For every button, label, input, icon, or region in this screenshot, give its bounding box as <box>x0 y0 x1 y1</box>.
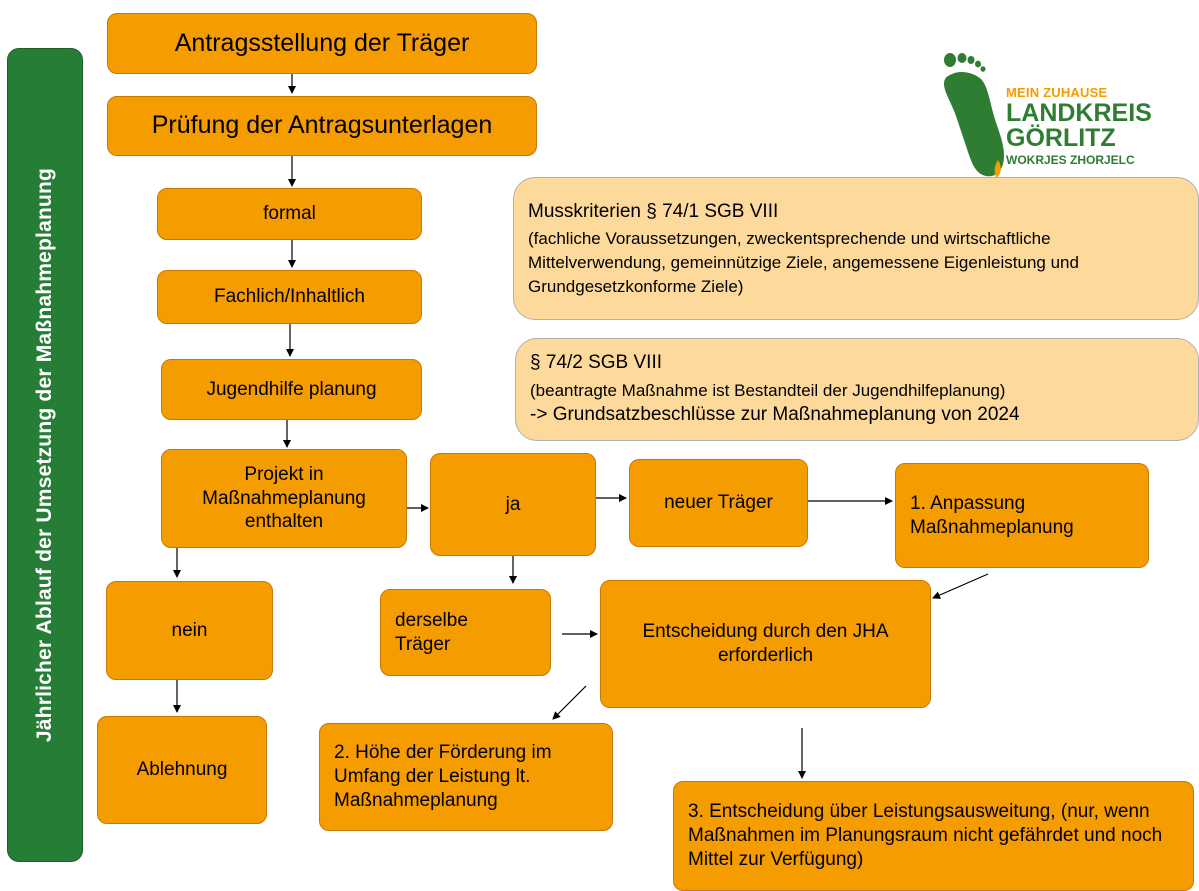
box-antragsstellung: Antragsstellung der Träger <box>107 13 537 74</box>
box-ablehnung-label: Ablehnung <box>136 759 228 781</box>
box-entscheidung-jha-label: Entscheidung durch den JHA erforderlich <box>642 621 889 666</box>
box-nein: nein <box>106 581 273 680</box>
info-paragraph-74-2: § 74/2 SGB VIII (beantragte Maßnahme ist… <box>515 338 1199 441</box>
box-anpassung-label: 1. Anpassung Maßnahmeplanung <box>910 492 1074 538</box>
logo-landkreis: LANDKREIS <box>1006 99 1152 127</box>
box-hoehe-foerderung-label: 2. Höhe der Förderung im Umfang der Leis… <box>334 742 552 811</box>
box-neuer-traeger: neuer Träger <box>629 459 808 547</box>
box-pruefung: Prüfung der Antragsunterlagen <box>107 96 537 156</box>
box-jugendhilfeplanung-label: Jugendhilfe planung <box>206 378 377 400</box>
box-neuer-traeger-label: neuer Träger <box>664 492 773 514</box>
box-formal: formal <box>157 188 422 240</box>
box-jugendhilfeplanung: Jugendhilfe planung <box>161 359 422 420</box>
box-anpassung: 1. Anpassung Maßnahmeplanung <box>895 463 1149 568</box>
box-nein-label: nein <box>171 619 208 641</box>
logo-tagline: MEIN ZUHAUSE <box>1006 85 1108 100</box>
box-pruefung-label: Prüfung der Antragsunterlagen <box>151 111 493 140</box>
sidebar-banner <box>7 48 83 862</box>
box-antragsstellung-label: Antragsstellung der Träger <box>174 28 470 57</box>
info-musskriterien-body: (fachliche Voraussetzungen, zweckentspre… <box>528 229 1079 296</box>
info-paragraph-74-2-line1: (beantragte Maßnahme ist Bestandteil der… <box>530 380 1006 400</box>
footprint-highlight <box>994 160 1001 178</box>
logo-wordmark: MEIN ZUHAUSE LANDKREIS GÖRLITZ WOKRJES Z… <box>1006 86 1152 166</box>
logo-goerlitz: GÖRLITZ <box>1006 124 1116 152</box>
logo-sorbian: WOKRJES ZHORJELC <box>1006 153 1135 167</box>
box-projekt: Projekt in Maßnahmeplanung enthalten <box>161 449 407 548</box>
box-formal-label: formal <box>263 203 316 225</box>
box-fachlich: Fachlich/Inhaltlich <box>157 270 422 324</box>
box-leistungsausweitung-label: 3. Entscheidung über Leistungsausweitung… <box>688 801 1163 870</box>
box-leistungsausweitung: 3. Entscheidung über Leistungsausweitung… <box>673 781 1194 891</box>
box-fachlich-label: Fachlich/Inhaltlich <box>213 286 366 308</box>
box-hoehe-foerderung: 2. Höhe der Förderung im Umfang der Leis… <box>319 723 613 831</box>
info-paragraph-74-2-header: § 74/2 SGB VIII <box>530 352 663 373</box>
box-ablehnung: Ablehnung <box>97 716 267 824</box>
box-derselbe-traeger: derselbe Träger <box>380 589 551 676</box>
box-projekt-label: Projekt in Maßnahmeplanung enthalten <box>202 463 366 533</box>
arrow-jha-hoehe <box>552 685 587 720</box>
box-ja-label: ja <box>505 493 521 515</box>
box-entscheidung-jha: Entscheidung durch den JHA erforderlich <box>600 580 931 708</box>
box-derselbe-traeger-label: derselbe Träger <box>395 609 468 655</box>
info-musskriterien-header: Musskriterien § 74/1 SGB VIII <box>528 200 779 222</box>
arrow-anpassung-jha <box>932 573 989 599</box>
box-ja: ja <box>430 453 596 556</box>
info-musskriterien: Musskriterien § 74/1 SGB VIII (fachliche… <box>513 177 1199 320</box>
landkreis-goerlitz-logo <box>944 53 1004 178</box>
footprint-icon <box>944 53 1004 177</box>
info-paragraph-74-2-line2: -> Grundsatzbeschlüsse zur Maßnahmeplanu… <box>530 404 1020 426</box>
